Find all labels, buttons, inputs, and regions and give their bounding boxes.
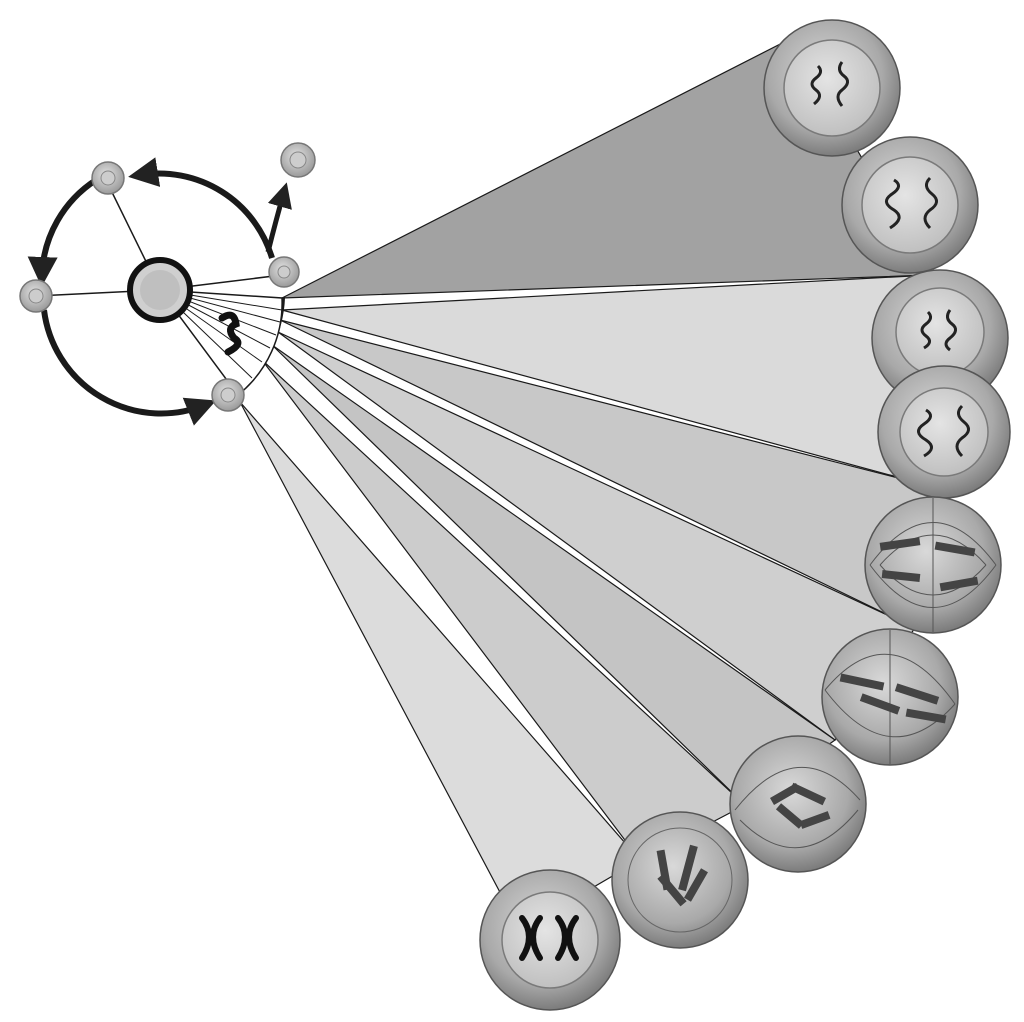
- ring-cell-left: [20, 280, 52, 312]
- ring-cell-bottom: [212, 379, 244, 411]
- exit-arrow: [268, 192, 284, 252]
- ring-cell-right: [269, 257, 299, 287]
- stage-cell-7: [730, 736, 866, 872]
- exit-cell: [281, 143, 315, 177]
- stage-cell-8: [612, 812, 748, 948]
- cell-cycle-wheel: [20, 143, 315, 413]
- stage-cell-5: [865, 497, 1001, 633]
- stage-cell-6: [822, 629, 958, 765]
- stage-cell-9: [480, 870, 620, 1010]
- stage-cell-2: [842, 137, 978, 273]
- stage-cell-1: [764, 20, 900, 156]
- ring-cell-top: [92, 162, 124, 194]
- stage-cell-4: [878, 366, 1010, 498]
